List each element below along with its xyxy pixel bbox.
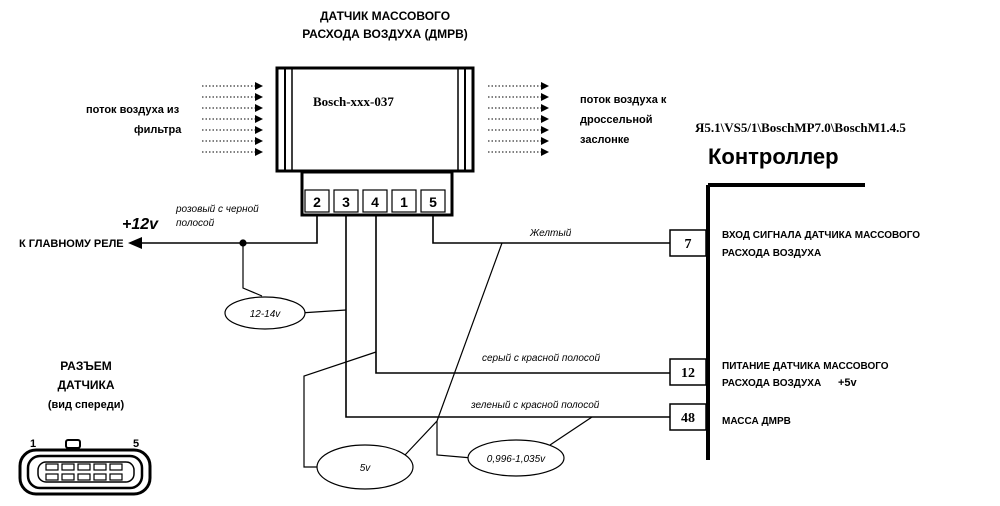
sensor-pin-2: 2 bbox=[313, 194, 321, 210]
mass-air-flow-sensor bbox=[275, 66, 475, 173]
voltmeter-12v bbox=[224, 239, 347, 330]
sensor-pin-block bbox=[300, 170, 454, 217]
airflow-out-arrows bbox=[488, 82, 549, 156]
airflow-out-label-2: дроссельной bbox=[580, 114, 653, 126]
controller-pin-12-label-1: ПИТАНИЕ ДАТЧИКА МАССОВОГО bbox=[722, 361, 889, 372]
sensor-model: Bosch-xxx-037 bbox=[313, 94, 394, 109]
connector-pin-5-label: 5 bbox=[133, 438, 139, 450]
plus-12v-label: +12v bbox=[122, 216, 159, 233]
sensor-connector-front-view bbox=[18, 439, 152, 496]
main-relay-label: К ГЛАВНОМУ РЕЛЕ bbox=[19, 238, 124, 250]
controller-pin-12: 12 bbox=[681, 366, 695, 381]
airflow-out-label-1: поток воздуха к bbox=[580, 94, 667, 106]
controller-pin-7-label-2: РАСХОДА ВОЗДУХА bbox=[722, 248, 821, 259]
wires bbox=[140, 215, 670, 418]
connector-pin-1-label: 1 bbox=[30, 438, 36, 450]
airflow-in-arrows bbox=[202, 82, 263, 156]
connector-title-1: РАЗЪЕМ bbox=[60, 359, 112, 373]
sensor-pin-1: 1 bbox=[400, 194, 408, 210]
controller-title: Контроллер bbox=[708, 144, 839, 169]
airflow-out-label-3: заслонке bbox=[580, 134, 629, 146]
pink-wire-label-1: розовый с черной bbox=[175, 204, 259, 215]
main-relay-arrow bbox=[128, 237, 142, 249]
voltage-5v-label: 5v bbox=[360, 463, 372, 474]
connector-title-3: (вид спереди) bbox=[48, 399, 125, 411]
controller-models: Я5.1\VS5/1\BoschMP7.0\BoschM1.4.5 bbox=[695, 120, 906, 135]
controller-pin-boxes bbox=[669, 229, 707, 431]
voltage-signal-label: 0,996-1,035v bbox=[487, 454, 546, 465]
voltmeter-signal bbox=[436, 416, 593, 477]
sensor-title-line1: ДАТЧИК МАССОВОГО bbox=[320, 9, 450, 23]
gray-red-wire-label: серый с красной полосой bbox=[482, 353, 600, 364]
wire-pink bbox=[140, 215, 318, 244]
sensor-pin-5: 5 bbox=[429, 194, 437, 210]
controller-pin-48-label: МАССА ДМРВ bbox=[722, 416, 791, 427]
controller-pin-7-label-1: ВХОД СИГНАЛА ДАТЧИКА МАССОВОГО bbox=[722, 230, 920, 241]
controller-pin-7: 7 bbox=[685, 237, 692, 252]
controller-pin-12-label-2: РАСХОДА ВОЗДУХА bbox=[722, 378, 821, 389]
controller-pin-12-extra: +5v bbox=[838, 377, 858, 389]
controller-body bbox=[706, 183, 865, 460]
wire-green-red bbox=[345, 215, 670, 418]
sensor-title-line2: РАСХОДА ВОЗДУХА (ДМРВ) bbox=[302, 27, 468, 41]
sensor-pin-4: 4 bbox=[371, 194, 379, 210]
green-red-wire-label: зеленый с красной полосой bbox=[470, 400, 600, 411]
pink-wire-label-2: полосой bbox=[176, 218, 215, 229]
controller-pin-48: 48 bbox=[681, 411, 695, 426]
voltage-12v-label: 12-14v bbox=[250, 309, 282, 320]
wire-gray-red bbox=[375, 215, 670, 374]
connector-title-2: ДАТЧИКА bbox=[58, 378, 115, 392]
sensor-pin-3: 3 bbox=[342, 194, 350, 210]
yellow-wire-label: Желтый bbox=[529, 228, 572, 239]
airflow-in-label-1: поток воздуха из bbox=[86, 104, 180, 116]
airflow-in-label-2: фильтра bbox=[134, 124, 182, 136]
wire-yellow bbox=[432, 215, 670, 244]
